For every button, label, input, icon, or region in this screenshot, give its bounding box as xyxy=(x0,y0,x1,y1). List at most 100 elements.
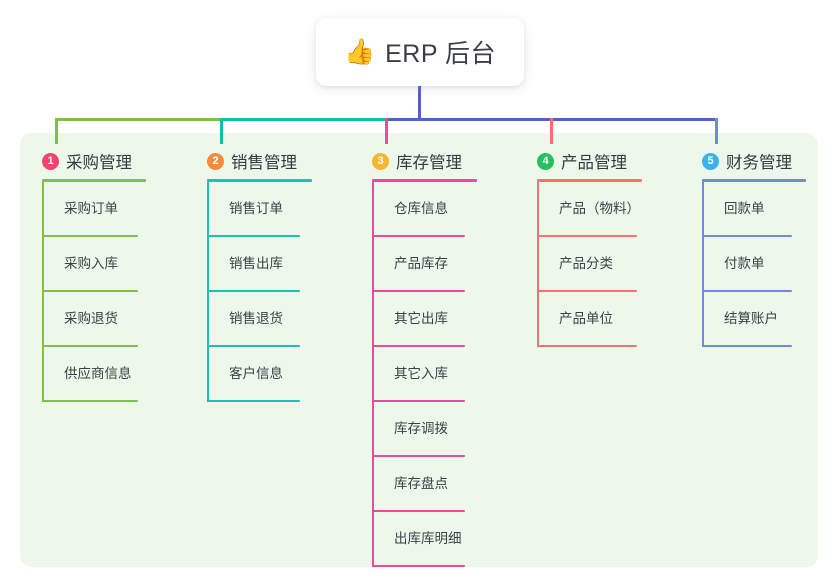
list-item[interactable]: 产品单位 xyxy=(537,292,642,347)
item-label: 采购订单 xyxy=(64,201,118,216)
item-underline xyxy=(372,455,465,457)
category-underline-4 xyxy=(537,179,642,182)
list-item[interactable]: 产品分类 xyxy=(537,237,642,292)
root-node[interactable]: 👍 ERP 后台 xyxy=(316,18,524,86)
item-underline xyxy=(42,235,138,237)
item-label: 供应商信息 xyxy=(64,366,132,381)
list-item[interactable]: 库存调拨 xyxy=(372,402,477,457)
item-spine xyxy=(372,237,374,292)
item-label: 出库库明细 xyxy=(394,531,462,546)
list-item[interactable]: 出库库明细 xyxy=(372,512,477,567)
item-underline xyxy=(207,400,300,402)
item-label: 付款单 xyxy=(724,256,765,271)
item-underline xyxy=(207,235,300,237)
list-item[interactable]: 其它出库 xyxy=(372,292,477,347)
list-item[interactable]: 客户信息 xyxy=(207,347,312,402)
item-label: 产品（物料） xyxy=(559,201,640,216)
diagram-panel xyxy=(20,133,818,567)
item-underline xyxy=(42,400,138,402)
item-spine xyxy=(537,237,539,292)
item-spine xyxy=(207,347,209,402)
item-spine xyxy=(702,237,704,292)
category-badge-5: 5 xyxy=(702,152,719,170)
list-item[interactable]: 销售出库 xyxy=(207,237,312,292)
category-underline-5 xyxy=(702,179,806,182)
item-spine xyxy=(537,292,539,347)
item-underline xyxy=(42,345,138,347)
item-underline xyxy=(372,235,465,237)
item-label: 库存调拨 xyxy=(394,421,448,436)
list-item[interactable]: 回款单 xyxy=(702,182,806,237)
category-badge-1: 1 xyxy=(42,152,59,170)
category-header-2[interactable]: 2 销售管理 xyxy=(207,148,312,174)
item-underline xyxy=(537,235,637,237)
connector-bus-teal xyxy=(220,118,385,121)
category-underline-1 xyxy=(42,179,146,182)
list-item[interactable]: 产品库存 xyxy=(372,237,477,292)
item-underline xyxy=(372,510,465,512)
item-underline xyxy=(42,290,138,292)
item-label: 其它入库 xyxy=(394,366,448,381)
list-item[interactable]: 产品（物料） xyxy=(537,182,642,237)
category-column-2: 2 销售管理销售订单销售出库销售退货客户信息 xyxy=(207,148,312,402)
item-label: 采购退货 xyxy=(64,311,118,326)
list-item[interactable]: 其它入库 xyxy=(372,347,477,402)
item-underline xyxy=(537,345,637,347)
item-label: 产品分类 xyxy=(559,256,613,271)
item-spine xyxy=(42,182,44,237)
item-label: 客户信息 xyxy=(229,366,283,381)
category-title-1: 采购管理 xyxy=(66,154,132,172)
item-spine xyxy=(372,182,374,237)
category-item-list-4: 产品（物料） 产品分类产品单位 xyxy=(537,182,642,347)
item-spine xyxy=(207,292,209,347)
item-label: 产品库存 xyxy=(394,256,448,271)
category-badge-3: 3 xyxy=(372,152,389,170)
category-item-list-5: 回款单付款单结算账户 xyxy=(702,182,806,347)
category-item-list-3: 仓库信息产品库存其它出库其它入库库存调拨库存盘点出库库明细 xyxy=(372,182,477,567)
list-item[interactable]: 采购订单 xyxy=(42,182,146,237)
item-underline xyxy=(207,345,300,347)
item-spine xyxy=(702,292,704,347)
root-node-label: ERP 后台 xyxy=(385,40,497,68)
item-spine xyxy=(372,457,374,512)
connector-drop-3 xyxy=(385,118,388,144)
item-underline xyxy=(702,290,792,292)
item-underline xyxy=(372,400,465,402)
category-item-list-2: 销售订单销售出库销售退货客户信息 xyxy=(207,182,312,402)
category-badge-2: 2 xyxy=(207,152,224,170)
list-item[interactable]: 销售订单 xyxy=(207,182,312,237)
item-spine xyxy=(372,347,374,402)
item-label: 采购入库 xyxy=(64,256,118,271)
category-title-2: 销售管理 xyxy=(231,154,297,172)
category-title-4: 产品管理 xyxy=(561,154,627,172)
list-item[interactable]: 结算账户 xyxy=(702,292,806,347)
list-item[interactable]: 供应商信息 xyxy=(42,347,146,402)
thumbs-up-icon: 👍 xyxy=(343,37,376,66)
item-label: 销售订单 xyxy=(229,201,283,216)
item-spine xyxy=(372,292,374,347)
list-item[interactable]: 仓库信息 xyxy=(372,182,477,237)
category-underline-3 xyxy=(372,179,477,182)
category-header-1[interactable]: 1 采购管理 xyxy=(42,148,146,174)
category-underline-2 xyxy=(207,179,312,182)
item-underline xyxy=(207,290,300,292)
item-spine xyxy=(42,347,44,402)
item-label: 销售出库 xyxy=(229,256,283,271)
category-item-list-1: 采购订单采购入库采购退货供应商信息 xyxy=(42,182,146,402)
list-item[interactable]: 付款单 xyxy=(702,237,806,292)
item-label: 库存盘点 xyxy=(394,476,448,491)
list-item[interactable]: 销售退货 xyxy=(207,292,312,347)
connector-root-drop xyxy=(418,86,421,121)
list-item[interactable]: 采购入库 xyxy=(42,237,146,292)
item-label: 其它出库 xyxy=(394,311,448,326)
list-item[interactable]: 采购退货 xyxy=(42,292,146,347)
item-label: 仓库信息 xyxy=(394,201,448,216)
item-spine xyxy=(372,512,374,567)
connector-bus-green xyxy=(55,118,220,121)
list-item[interactable]: 库存盘点 xyxy=(372,457,477,512)
